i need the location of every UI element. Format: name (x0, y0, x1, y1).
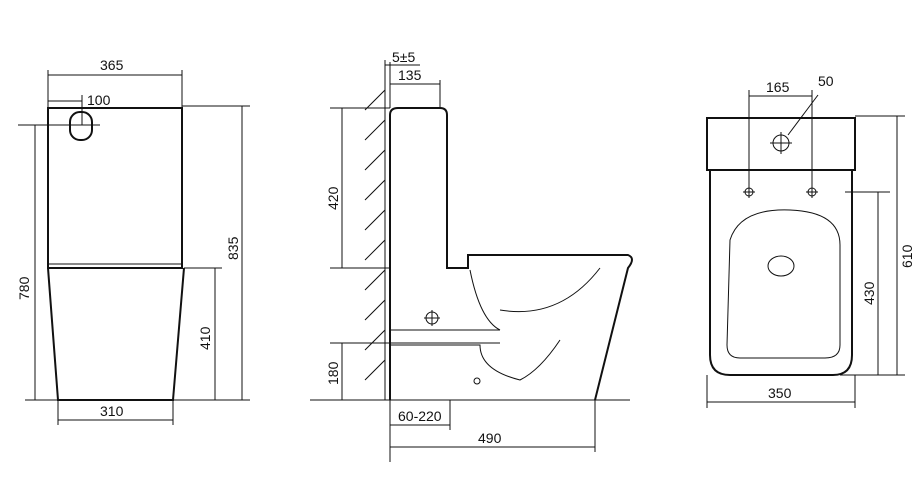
dim-depth-total: 610 (899, 244, 915, 268)
dim-wall-gap: 5±5 (392, 49, 415, 65)
dim-height-tank: 780 (16, 276, 32, 300)
dim-hole-diameter: 50 (818, 73, 834, 89)
dim-width-base: 310 (100, 403, 124, 419)
dim-hole-spacing: 165 (766, 79, 790, 95)
side-view: 5±5 135 420 180 60-220 490 (310, 49, 633, 462)
dim-depth-bowl: 430 (861, 281, 877, 305)
dim-tank-depth: 135 (398, 67, 422, 83)
dim-outlet-height: 180 (325, 361, 341, 385)
dim-inlet-offset: 100 (87, 92, 111, 108)
front-view: 365 100 780 835 410 310 (16, 57, 250, 425)
top-view: 165 50 610 430 350 (706, 73, 915, 408)
dim-length: 490 (478, 430, 502, 446)
dim-tank-height: 420 (325, 186, 341, 210)
dim-width-top: 365 (100, 57, 124, 73)
dim-outlet-offset: 60-220 (398, 408, 442, 424)
dim-width: 350 (768, 385, 792, 401)
dim-height-bowl: 410 (197, 326, 213, 350)
dim-height-total: 835 (225, 236, 241, 260)
